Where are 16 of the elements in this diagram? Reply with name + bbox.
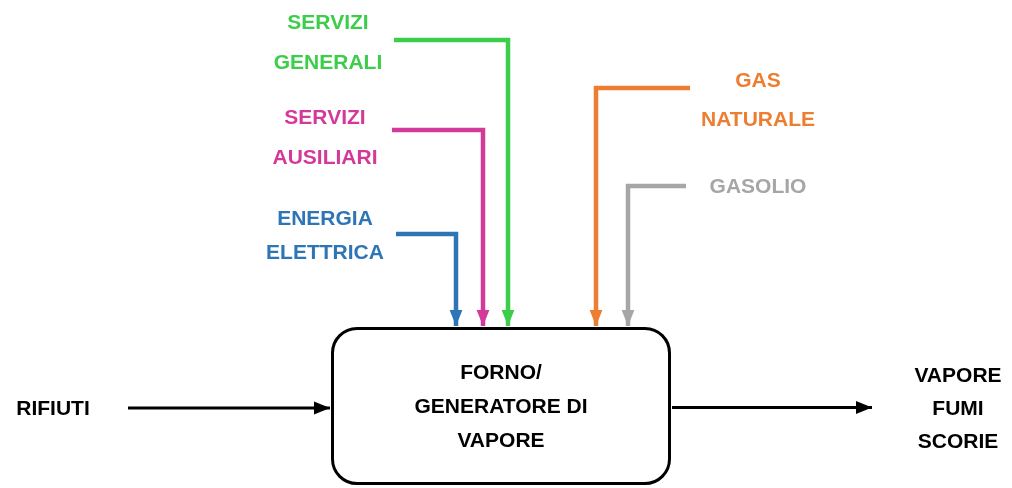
arrow: [394, 37, 515, 326]
node-label: FORNO/ GENERATORE DI VAPORE: [413, 359, 589, 453]
arrow: [392, 127, 490, 326]
arrow: [128, 401, 330, 415]
arrow: [621, 183, 686, 326]
node-label: ENERGIA ELETTRICA: [265, 205, 385, 265]
node-label: VAPORE FUMI SCORIE: [913, 362, 1003, 454]
node-label: RIFIUTI: [15, 395, 91, 421]
arrow: [396, 231, 463, 326]
process-box: [331, 327, 671, 485]
arrow: [672, 401, 872, 414]
node-label: GAS NATURALE: [700, 67, 816, 132]
node-label: SERVIZI AUSILIARI: [271, 104, 379, 170]
node-label: GASOLIO: [708, 173, 808, 199]
arrow: [589, 85, 690, 326]
node-label: SERVIZI GENERALI: [272, 9, 384, 75]
